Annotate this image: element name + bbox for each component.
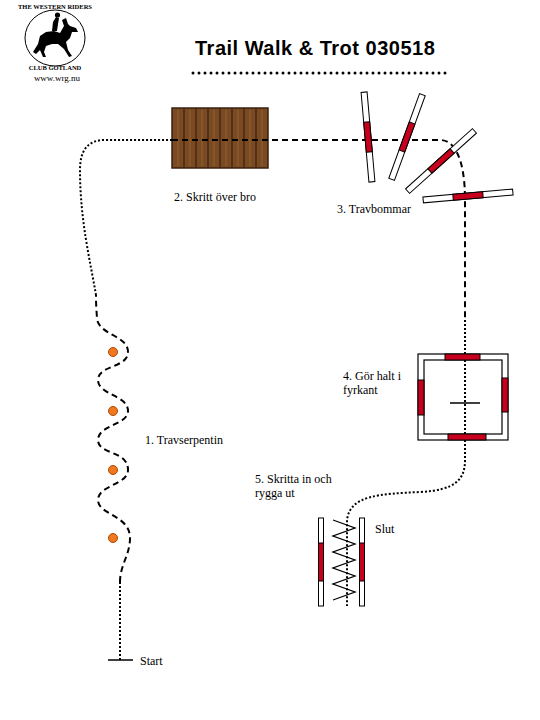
bridge (172, 108, 268, 168)
finish-label: Slut (375, 522, 415, 536)
obstacle-label: 1. Travserpentin (145, 433, 265, 447)
obstacle-label: 2. Skritt över bro (174, 190, 314, 204)
logo-text: THE WESTERN RIDERS (5, 3, 105, 11)
trot-poles (361, 92, 513, 203)
club-logo (25, 10, 85, 66)
obstacle-label: 4. Gör halt i fyrkant (343, 369, 415, 398)
cones (109, 348, 118, 543)
obstacle-label: 3. Travbommar (337, 202, 457, 216)
website: www.wrg.nu (22, 73, 92, 84)
course-path (80, 140, 465, 660)
start-line (108, 659, 133, 661)
title-underline (193, 72, 448, 75)
logo-text: CLUB GOTLAND (5, 64, 105, 72)
page-title: Trail Walk & Trot 030518 (195, 36, 435, 60)
back-up-poles (319, 518, 365, 606)
halt-square (418, 354, 508, 440)
obstacle-label: 5. Skritta in och rygga ut (255, 472, 333, 501)
start-label: Start (140, 654, 200, 668)
